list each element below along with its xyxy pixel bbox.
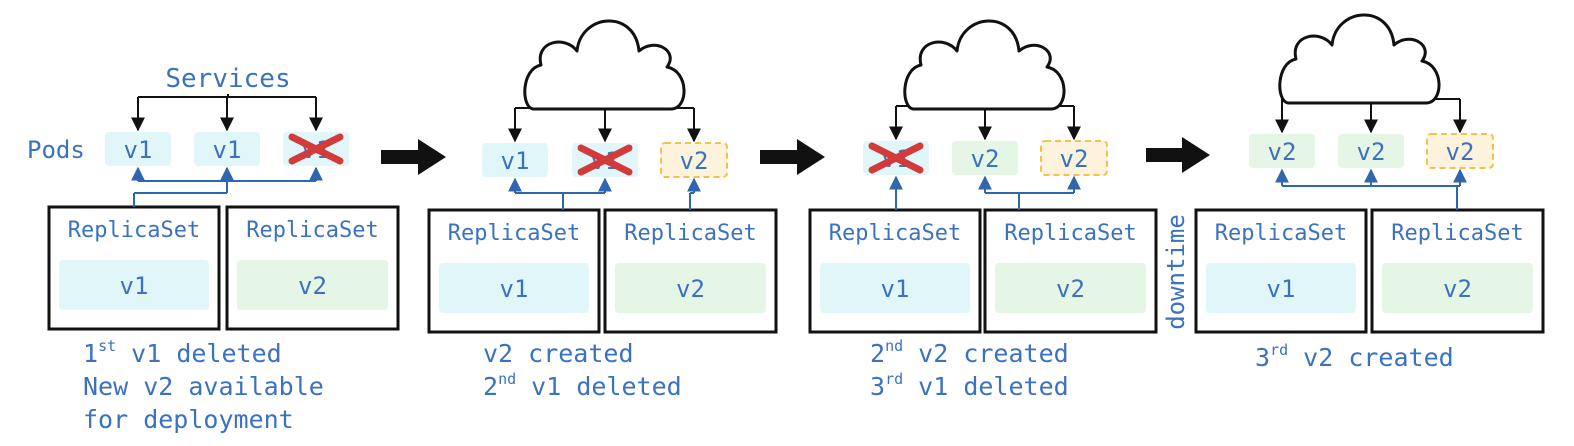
pods-label: Pods [27,136,85,164]
transition-arrow-2 [760,139,825,175]
replicaset-v1-version-chip [820,263,970,313]
caption-text: 2 [870,339,885,368]
stages-layer: Servicesv1v1v1ReplicaSetv1ReplicaSetv21s… [47,13,1545,434]
replicaset-v2-version: v2 [676,275,705,303]
replicaset-v1-version: v1 [120,272,149,300]
replicaset-v2-title: ReplicaSet [624,221,756,246]
caption-text: v2 created [483,339,634,368]
transitions-layer [381,137,1210,175]
services-cloud [523,19,686,111]
replicaset-v2-version-chip [995,263,1146,313]
transition-arrow-1 [381,139,446,175]
caption-text: 1 [83,339,98,368]
caption-line-2: New v2 available [83,372,324,401]
caption-line-2: 3rd v1 deleted [870,370,1069,401]
services-cloud [1278,13,1441,105]
caption-superscript: rd [885,370,903,388]
caption-line-1: v2 created [483,339,634,368]
pod-1 [1249,134,1315,168]
pod-2-label: v2 [1357,138,1386,166]
caption-text: 2 [483,372,498,401]
pod-1-label: v2 [1268,138,1297,166]
stage-4: Servicesv2v2v2ReplicaSetv1ReplicaSetv23r… [1194,65,1545,372]
replicaset-v2-version-chip [615,263,766,313]
pod-1-label: v1 [501,147,530,175]
transition-arrow-3 [1146,137,1210,173]
stage-1: Servicesv1v1v1ReplicaSetv1ReplicaSetv21s… [47,64,400,434]
pod-2-label: v1 [213,136,242,164]
replicaset-v2-version: v2 [298,272,327,300]
delete-mark-stroke-2 [288,133,344,165]
replicaset-v1-title: ReplicaSet [829,221,961,246]
replicaset-v1-title: ReplicaSet [448,221,580,246]
caption-superscript: rd [1270,341,1288,359]
caption-superscript: st [98,337,116,355]
caption-line-1: 1st v1 deleted [83,337,282,368]
delete-mark-stroke-2 [868,142,924,174]
caption-text: for deployment [83,405,294,434]
pod-1-label: v1 [124,136,153,164]
pod-3-delete-mark [288,133,344,165]
replicaset-v1-title: ReplicaSet [1215,221,1347,246]
pod-2 [194,132,260,166]
caption-text: New v2 available [83,372,324,401]
pod-1-delete-mark [868,142,924,174]
pod-3 [660,142,728,178]
pod-1 [105,132,171,166]
caption-text: 3 [870,372,885,401]
caption-line-3: for deployment [83,405,294,434]
replicaset-v1-version-chip [439,263,589,313]
pod-2-label: v2 [971,145,1000,173]
pod-1 [482,143,548,177]
delete-mark-stroke-2 [577,144,633,176]
replicaset-v2-title: ReplicaSet [246,218,378,243]
stage-3: Servicesv1v2v2ReplicaSetv1ReplicaSetv22n… [808,71,1158,401]
pod-3-label: v2 [680,147,709,175]
replicaset-v2-version: v2 [1056,275,1085,303]
pod-2 [1338,134,1404,168]
caption-line-1: 2nd v2 created [870,337,1069,368]
pod-3 [1040,140,1108,176]
caption-text-rest: v2 created [903,339,1069,368]
pod-2 [952,141,1018,175]
services-label: Services [165,64,290,94]
replicaset-v1-version-chip [1206,263,1356,313]
services-cloud [903,19,1066,111]
replicaset-v1-version-chip [59,260,209,310]
caption-superscript: nd [885,337,903,355]
caption-text-rest: v1 deleted [116,339,282,368]
caption-superscript: nd [498,370,516,388]
replicaset-v2-version-chip [237,260,388,310]
pod-3 [1426,133,1494,169]
replicaset-v1-version: v1 [500,275,529,303]
caption-text-rest: v1 deleted [516,372,682,401]
caption-text: 3 [1255,343,1270,372]
caption-text-rest: v2 created [1288,343,1454,372]
replicaset-v2-version: v2 [1443,275,1472,303]
replicaset-v1-title: ReplicaSet [68,218,200,243]
stage-2: Servicesv1v1v2ReplicaSetv1ReplicaSetv2v2… [427,71,778,401]
replicaset-v2-version-chip [1382,263,1533,313]
pod-3-label: v2 [1060,145,1089,173]
downtime-label: downtime [1162,214,1190,330]
replicaset-v1-version: v1 [1267,275,1296,303]
caption-line-1: 3rd v2 created [1255,341,1454,372]
caption-text-rest: v1 deleted [903,372,1069,401]
replicaset-v2-title: ReplicaSet [1004,221,1136,246]
replicaset-v2-title: ReplicaSet [1391,221,1523,246]
caption-line-2: 2nd v1 deleted [483,370,682,401]
replicaset-v1-version: v1 [881,275,910,303]
pod-3-label: v2 [1446,138,1475,166]
pod-2-delete-mark [577,144,633,176]
